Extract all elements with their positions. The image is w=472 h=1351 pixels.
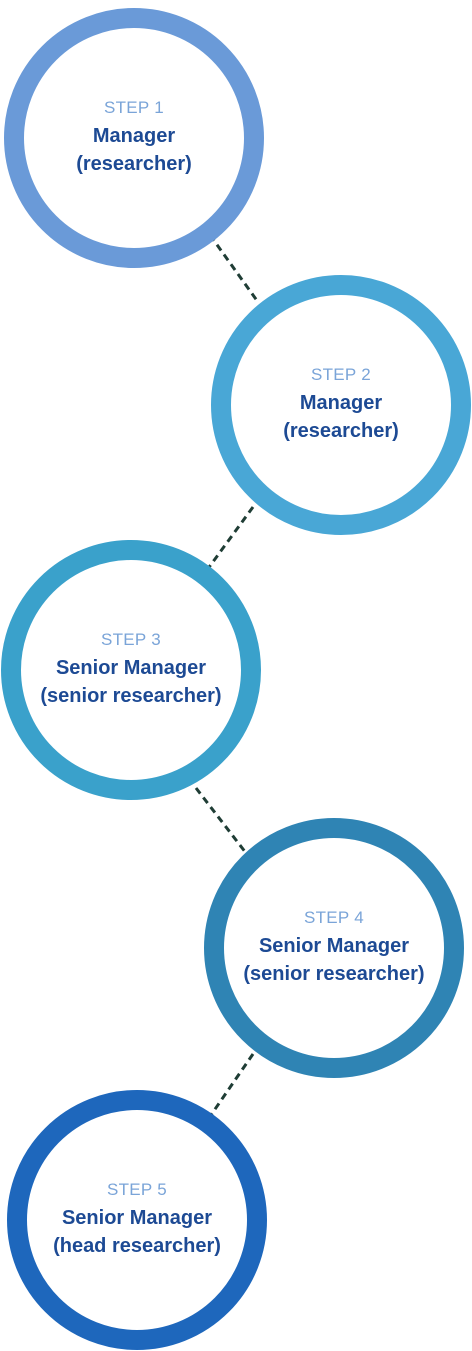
step-5-title: Senior Manager [61,1207,213,1229]
step-2-label: STEP 2 [310,365,372,384]
connector-step-2-to-3 [205,506,255,571]
step-4-circle: STEP 4 Senior Manager (senior researcher… [204,818,464,1078]
connector-step-1-to-2 [208,234,260,303]
step-1-subtitle: (researcher) [76,153,192,175]
step-1-circle: STEP 1 Manager (researcher) [4,8,264,268]
step-3-circle: STEP 3 Senior Manager (senior researcher… [1,540,261,800]
step-5-subtitle: (head researcher) [53,1235,221,1257]
step-1-label: STEP 1 [103,98,165,117]
connector-step-3-to-4 [194,787,248,854]
step-2-circle: STEP 2 Manager (researcher) [211,275,471,535]
step-4-title: Senior Manager [258,935,410,957]
step-5-circle: STEP 5 Senior Manager (head researcher) [7,1090,267,1350]
connector-step-4-to-5 [209,1053,255,1116]
step-3-subtitle: (senior researcher) [40,685,222,707]
step-5-label: STEP 5 [106,1180,168,1199]
step-3-label: STEP 3 [100,630,162,649]
step-1-title: Manager [92,125,176,147]
step-2-title: Manager [299,392,383,414]
step-4-subtitle: (senior researcher) [243,963,425,985]
step-3-title: Senior Manager [55,657,207,679]
step-4-label: STEP 4 [303,908,365,927]
step-2-subtitle: (researcher) [283,420,399,442]
